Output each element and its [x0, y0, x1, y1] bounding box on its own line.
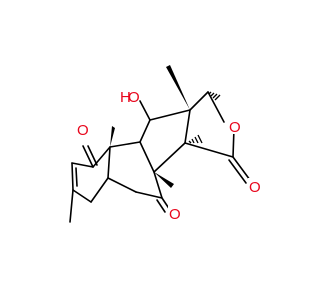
lactone-carbonyl-oxygen-label: O — [249, 179, 261, 196]
bond-skeleton — [69, 91, 251, 223]
ketone-top-oxygen-label: O — [77, 122, 89, 139]
wedge-methyl-left — [110, 126, 115, 147]
wedge-methyl-top — [166, 65, 190, 110]
ring-oxygen-label: O — [229, 119, 241, 136]
ketone-bottom-oxygen-label: O — [169, 206, 181, 223]
molecule-structure: H O O O O O — [69, 65, 262, 223]
stereo-wedges — [110, 65, 190, 188]
stereo-hashes — [188, 91, 221, 144]
hydroxyl-oxygen-label: O — [128, 89, 140, 106]
wedge-methyl-right — [154, 172, 174, 188]
hydroxyl-hydrogen-label: H — [120, 89, 131, 106]
atom-labels: H O O O O O — [76, 88, 262, 223]
